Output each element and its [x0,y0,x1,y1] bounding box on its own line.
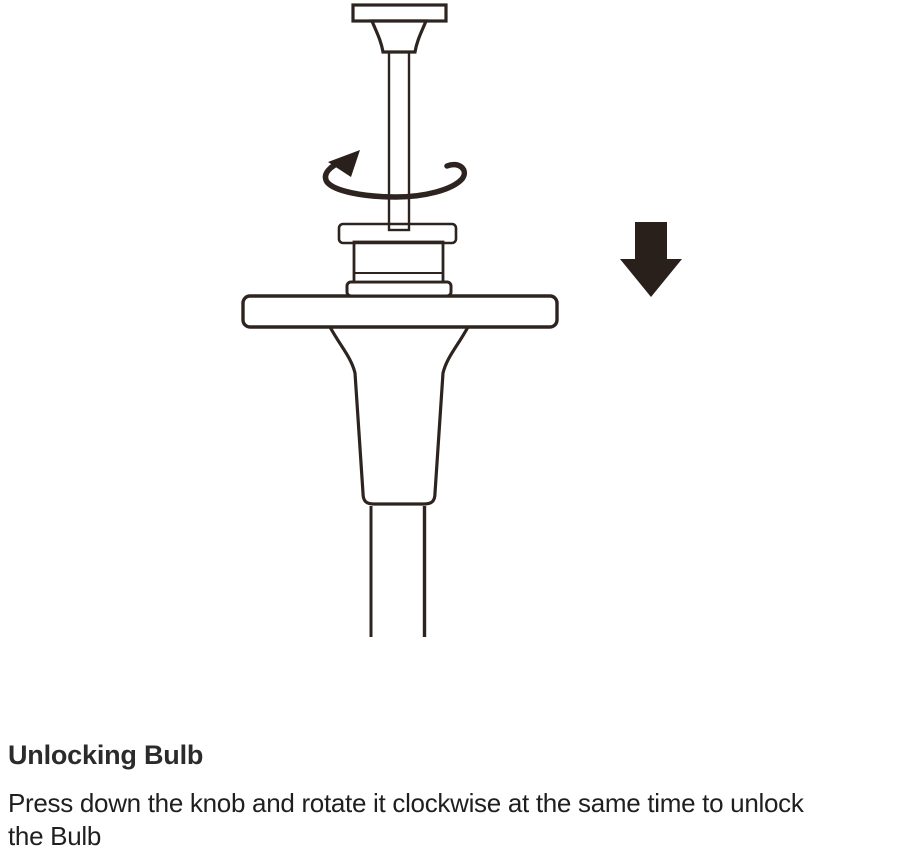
large-knurled-disc [241,294,559,329]
knob-knurled-ring [337,222,458,245]
knob-collar [345,280,453,298]
tapered-body [328,326,470,506]
lower-tube [369,506,427,637]
caption-title: Unlocking Bulb [8,740,204,770]
down-arrow-icon [620,222,682,297]
bulb-knob-diagram [241,3,682,637]
caption-body-line: Press down the knob and rotate it clockw… [8,788,804,818]
knob-cylinder [352,240,445,284]
caption: Unlocking Bulb Press down the knob and r… [8,740,913,847]
caption-body-line: the Bulb [8,821,102,847]
plunger-handle [351,3,448,54]
clockwise-rotation-arrow-icon [322,150,468,200]
caption-body: Press down the knob and rotate it clockw… [8,787,913,847]
plunger-shaft [387,50,411,232]
